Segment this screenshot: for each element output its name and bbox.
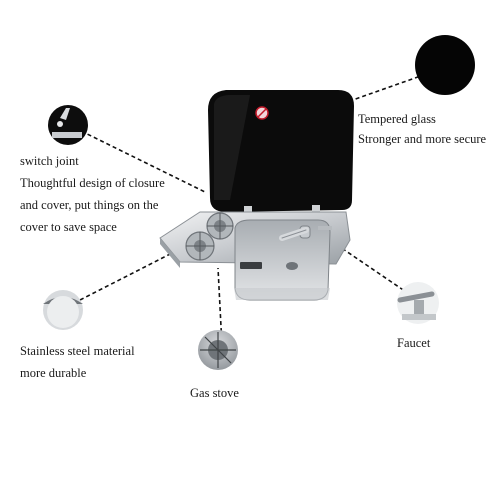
callout-line-stove: [217, 267, 223, 347]
switch-joint-line2: and cover, put things on the: [20, 198, 159, 212]
gas-stove-title: Gas stove: [190, 386, 239, 400]
faucet: [279, 225, 332, 241]
faucet-detail-icon: [397, 282, 439, 324]
burners: [185, 212, 234, 261]
sink-body: [159, 211, 351, 301]
switch-joint-line1: Thoughtful design of closure: [20, 176, 165, 190]
faucet-title: Faucet: [397, 336, 431, 350]
stainless-line1: Stainless steel material: [20, 344, 135, 358]
callout-line-steel: [79, 249, 179, 301]
stainless-line2: more durable: [20, 366, 87, 380]
tempered-glass-title: Tempered glass: [358, 112, 436, 126]
steel-sample-icon: [43, 290, 83, 330]
callout-line-hinge: [74, 127, 206, 193]
burner-detail-icon: [198, 330, 238, 370]
callout-line-faucet: [317, 231, 416, 299]
glass-lid: [208, 90, 354, 216]
hinge-detail-icon: [48, 105, 88, 145]
switch-joint-title: switch joint: [20, 154, 79, 168]
black-glass-swatch-icon: [415, 35, 475, 95]
tempered-glass-detail: Stronger and more secure: [358, 132, 487, 146]
switch-joint-line3: cover to save space: [20, 220, 117, 234]
